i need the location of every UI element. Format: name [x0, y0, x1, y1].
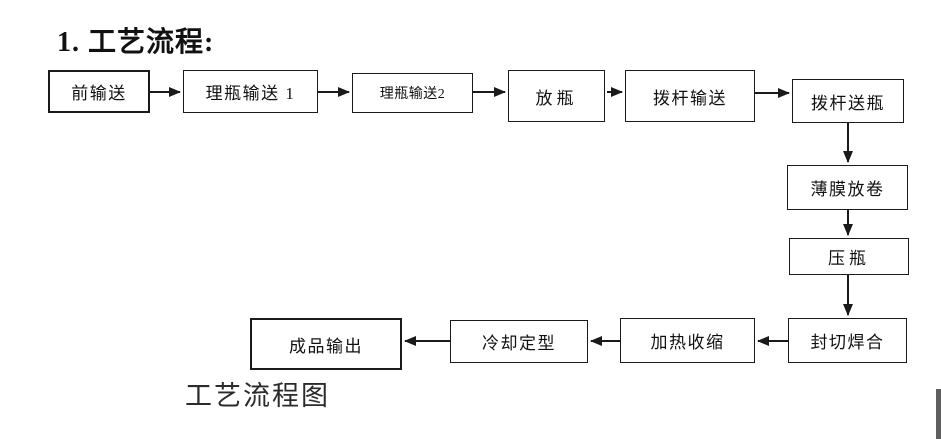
flow-node-bottle-sorting-conveyor-1: 理瓶输送 1: [183, 70, 318, 113]
section-heading: 1. 工艺流程:: [57, 27, 215, 58]
flow-node-seal-cut-welding: 封切焊合: [788, 318, 907, 363]
flow-node-bottle-sorting-conveyor-2: 理瓶输送2: [352, 73, 473, 113]
flow-node-heat-shrinking: 加热收缩: [620, 318, 755, 363]
flow-node-lever-conveyor: 拨杆输送: [625, 70, 755, 122]
flow-node-lever-bottle-feeding: 拨杆送瓶: [792, 79, 904, 123]
flow-node-front-conveyor: 前输送: [48, 70, 150, 113]
flow-node-cooling-setting: 冷却定型: [450, 320, 588, 363]
flow-node-bottle-pressing: 压瓶: [789, 238, 909, 275]
flow-node-bottle-placing: 放瓶: [508, 70, 605, 122]
scrollbar-thumb[interactable]: [936, 389, 941, 439]
figure-caption: 工艺流程图: [185, 381, 330, 411]
flow-node-film-unwinding: 薄膜放卷: [787, 165, 908, 210]
flow-node-finished-product-output: 成品输出: [250, 318, 402, 370]
